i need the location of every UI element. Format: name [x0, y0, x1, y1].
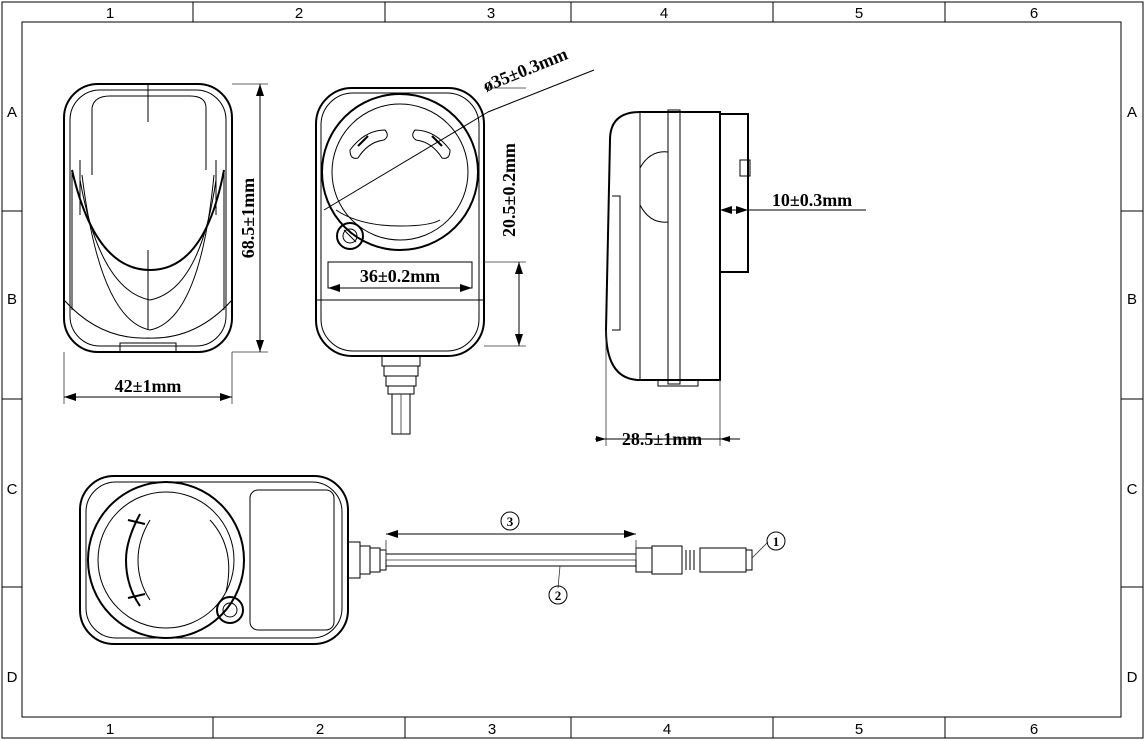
row-label-d-right: D: [1127, 669, 1138, 686]
col-label-4-bottom: 4: [663, 721, 671, 738]
label-width-dimension-label: 36±0.2mm: [360, 266, 440, 286]
front-dimensions: 68.5±1mm 42±1mm: [63, 83, 268, 404]
col-label-2: 2: [295, 5, 303, 22]
height-dimension-label: 68.5±1mm: [238, 178, 258, 258]
balloon-connector-label: 1: [773, 534, 780, 549]
row-label-b-right: B: [1127, 291, 1137, 308]
balloon-cable-length-circle: [500, 511, 520, 531]
col-label-6: 6: [1030, 5, 1038, 22]
balloon-cable-circle: [548, 585, 568, 605]
col-label-3-bottom: 3: [488, 721, 496, 738]
front-view: [63, 83, 233, 353]
depth-dimension-label: 28.5±1mm: [622, 429, 702, 449]
col-label-5: 5: [855, 5, 863, 22]
col-label-1-bottom: 1: [106, 721, 114, 738]
side-view: [604, 109, 760, 387]
zone-labels: 1 2 3 4 5 6 1 2 3 4 5 6 A B C D A B C D: [7, 5, 1138, 738]
cable-assembly-view: [79, 475, 769, 645]
side-dimensions: 10±0.3mm 28.5±1mm: [595, 190, 866, 449]
balloon-cable-label: 2: [555, 588, 562, 603]
col-label-4: 4: [660, 5, 668, 22]
row-label-d: D: [7, 669, 18, 686]
row-label-c: C: [7, 481, 18, 498]
balloon-connector-circle: [766, 531, 786, 551]
pin-spacing-label: 20.5±0.2mm: [499, 143, 519, 237]
item-balloons: 1 2 3: [500, 511, 786, 605]
col-label-1: 1: [106, 5, 114, 22]
balloon-cable-length-label: 3: [507, 514, 514, 529]
row-label-b: B: [7, 291, 17, 308]
width-dimension-label: 42±1mm: [115, 376, 182, 396]
row-label-a: A: [7, 104, 17, 121]
pin-face-view: [315, 69, 595, 435]
row-label-c-right: C: [1127, 481, 1138, 498]
col-label-3: 3: [487, 5, 495, 22]
row-label-a-right: A: [1127, 104, 1137, 121]
col-label-5-bottom: 5: [855, 721, 863, 738]
col-label-6-bottom: 6: [1030, 721, 1038, 738]
pin-face-dimensions: ø35±0.3mm 20.5±0.2mm 36±0.2mm: [328, 44, 570, 347]
pin-length-label: 10±0.3mm: [772, 190, 852, 210]
col-label-2-bottom: 2: [316, 721, 324, 738]
